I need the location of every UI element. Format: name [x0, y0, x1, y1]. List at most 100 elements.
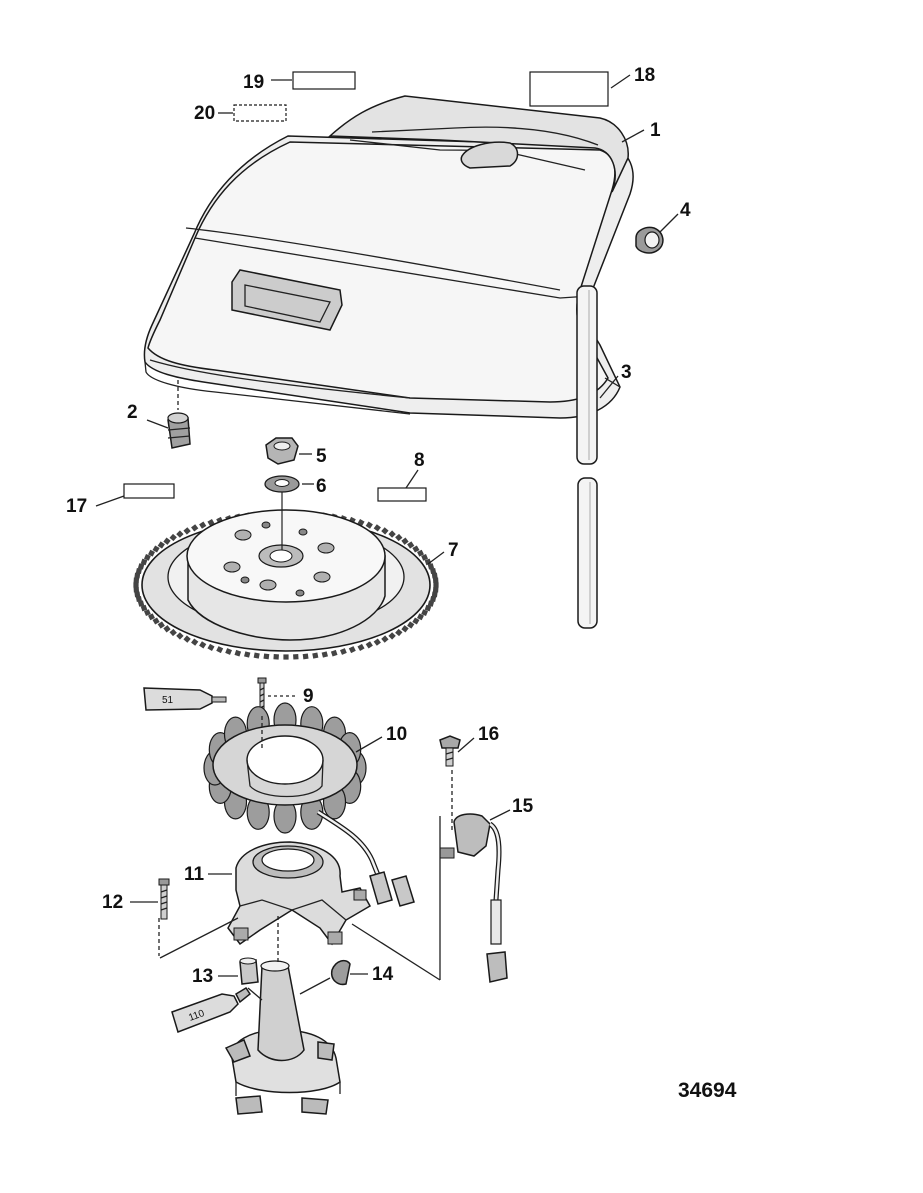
gear-tooth: [135, 595, 142, 603]
screw-part-12: [158, 878, 170, 920]
gear-tooth: [340, 648, 347, 655]
gear-tooth: [234, 649, 242, 657]
crankshaft-base: [224, 960, 341, 1115]
gear-tooth: [431, 591, 438, 598]
callout-17: 17: [66, 496, 87, 517]
callout-14: 14: [372, 964, 394, 985]
gear-tooth: [357, 643, 365, 651]
gear-tooth: [430, 595, 437, 603]
callout-12: 12: [102, 892, 123, 913]
gear-tooth: [431, 572, 438, 579]
gear-tooth: [152, 545, 160, 553]
decal-placeholders: [123, 71, 609, 502]
gear-tooth: [330, 649, 338, 657]
sealant-tube-label: 51: [162, 695, 174, 706]
gear-tooth: [140, 604, 148, 612]
gear-tooth: [263, 653, 270, 660]
gear-tooth: [293, 654, 299, 660]
gear-tooth: [133, 577, 140, 584]
flywheel-cover: [143, 95, 634, 419]
gear-tooth: [302, 653, 309, 660]
decal-part-20: [233, 104, 287, 122]
gear-tooth: [148, 549, 155, 557]
gear-tooth: [430, 567, 437, 575]
gear-tooth: [421, 554, 428, 561]
callout-7: 7: [448, 540, 459, 561]
callout-18: 18: [634, 65, 655, 86]
gear-tooth: [373, 638, 381, 646]
gear-tooth: [427, 600, 435, 607]
callout-8: 8: [414, 450, 425, 471]
gear-tooth: [163, 625, 171, 633]
gear-tooth: [421, 609, 428, 616]
gear-tooth: [137, 600, 145, 607]
sealant-tube-51: 51: [143, 687, 227, 711]
gear-tooth: [148, 613, 155, 621]
gear-tooth: [433, 582, 439, 588]
decal-part-19: [292, 71, 356, 90]
callout-20: 20: [194, 103, 215, 124]
gear-tooth: [134, 591, 141, 598]
gear-tooth: [163, 537, 171, 545]
gear-tooth: [253, 652, 260, 659]
gear-tooth: [183, 527, 191, 535]
trigger-part-15: [439, 813, 508, 983]
callout-2: 2: [127, 402, 138, 423]
grommet-part-4: [635, 226, 664, 254]
gear-tooth: [407, 621, 415, 629]
sealant-tube-label: 110: [187, 1008, 206, 1024]
callout-labels: 19 20 18 1 4 3 2 5 6 8 17 7 9 10 16 15 1…: [66, 65, 691, 987]
woodruff-key-part-14: [330, 959, 351, 986]
gear-tooth: [199, 521, 207, 529]
gear-tooth: [157, 541, 165, 549]
gear-tooth: [134, 572, 141, 579]
callout-13: 13: [192, 966, 213, 987]
gear-tooth: [412, 545, 420, 553]
gear-tooth: [348, 646, 356, 654]
leader-lines: [95, 74, 679, 1001]
sleeve-part-3: [576, 285, 598, 629]
gear-tooth: [412, 617, 420, 625]
grommet-part-2: [167, 412, 191, 449]
callout-15: 15: [512, 796, 534, 817]
gear-tooth: [152, 617, 160, 625]
gear-tooth: [225, 648, 232, 655]
key-part-13: [239, 957, 259, 985]
gear-tooth: [381, 527, 389, 535]
callout-11: 11: [184, 864, 205, 885]
gear-tooth: [199, 641, 207, 649]
callout-9: 9: [303, 686, 314, 707]
gear-tooth: [244, 651, 251, 658]
callout-6: 6: [316, 476, 327, 497]
gear-tooth: [191, 638, 199, 646]
gear-tooth: [183, 635, 191, 643]
gear-tooth: [176, 530, 184, 538]
gear-tooth: [395, 628, 403, 637]
gear-tooth: [417, 549, 424, 557]
gear-tooth: [401, 537, 409, 545]
gear-tooth: [427, 563, 435, 570]
callout-10: 10: [386, 724, 407, 745]
gear-tooth: [321, 651, 328, 658]
callout-3: 3: [621, 362, 632, 383]
gear-tooth: [216, 646, 224, 654]
decal-part-18: [529, 71, 609, 107]
nut-part-5: [265, 437, 299, 465]
gear-tooth: [401, 625, 409, 633]
callout-1: 1: [650, 120, 661, 141]
gear-tooth: [176, 632, 184, 640]
gear-tooth: [133, 586, 140, 593]
gear-tooth: [140, 558, 148, 566]
gear-tooth: [432, 586, 439, 593]
gear-tooth: [312, 652, 319, 659]
gear-tooth: [417, 613, 424, 621]
washer-part-6: [264, 475, 300, 493]
decal-part-17: [123, 483, 175, 499]
gear-tooth: [424, 604, 432, 612]
stator-mount-part-11: [227, 841, 372, 946]
flywheel-part-7: [133, 492, 439, 660]
gear-tooth: [191, 524, 199, 532]
screw-part-16: [439, 735, 461, 767]
callout-16: 16: [478, 724, 499, 745]
